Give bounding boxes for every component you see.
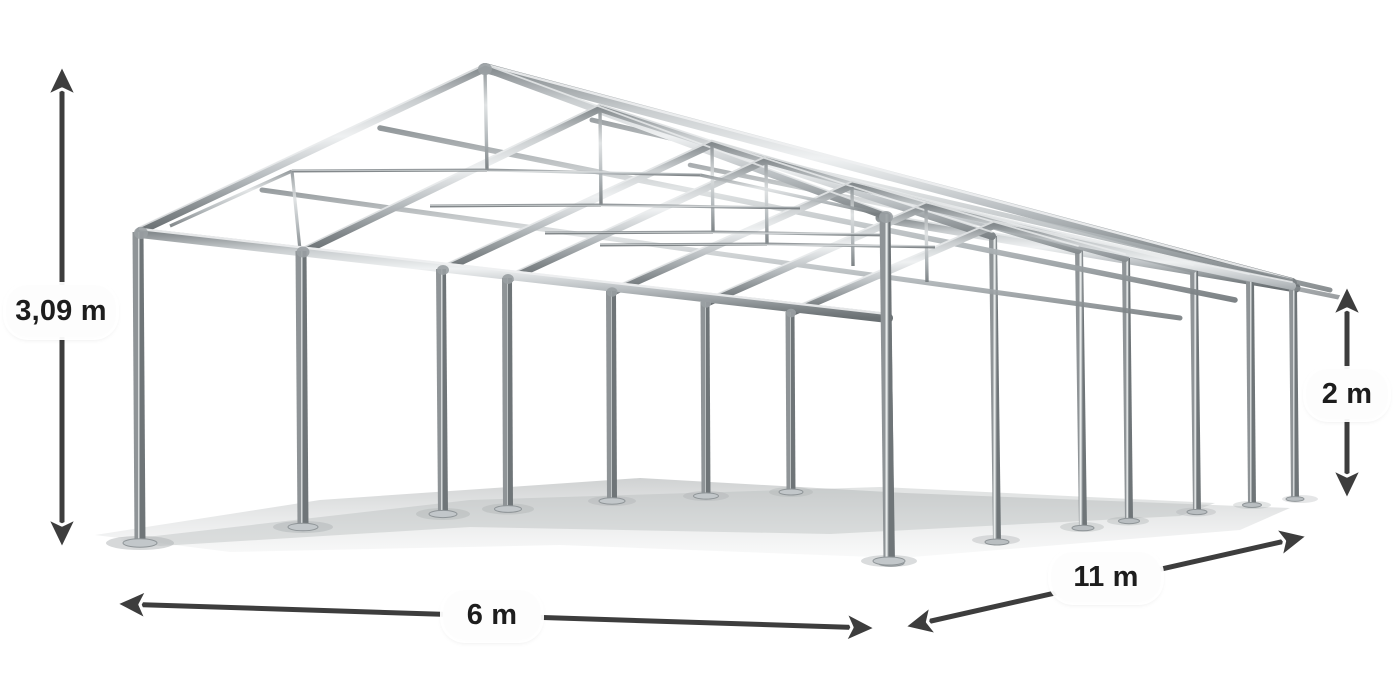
dimension-label-ridge-height: 3,09 m — [6, 285, 116, 337]
front-frame — [122, 63, 906, 566]
dimension-label-width: 6 m — [443, 590, 541, 640]
dimension-label-length: 11 m — [1051, 552, 1161, 602]
dimension-label-eave-height: 2 m — [1306, 369, 1388, 419]
roof-frame — [136, 63, 1355, 321]
